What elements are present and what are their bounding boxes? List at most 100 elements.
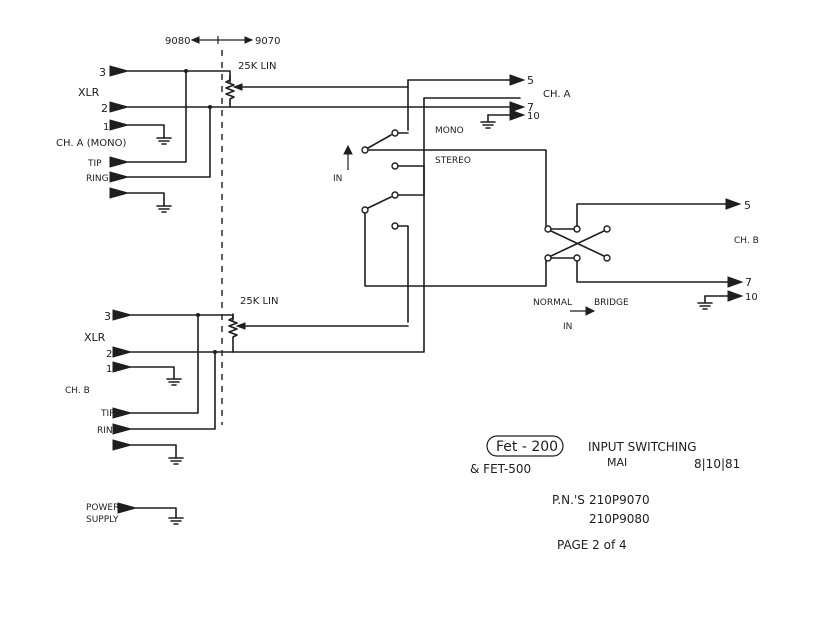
ch-a-output-label: CH. A bbox=[543, 89, 571, 100]
ch-a-out10-ground-icon bbox=[480, 114, 496, 129]
ch-b-pot-wiper-icon bbox=[235, 322, 246, 330]
bridge-contact-1 bbox=[544, 225, 552, 233]
part-number-selector: 9080 9070 bbox=[165, 36, 280, 47]
ch-b-potentiometer-icon bbox=[228, 313, 238, 353]
ch-b-ring-terminal bbox=[112, 423, 133, 435]
switch-common-b-wire bbox=[364, 212, 547, 287]
ch-b-out10-terminal bbox=[727, 290, 744, 302]
mono-label: MONO bbox=[435, 126, 464, 136]
switch-contact-a1 bbox=[391, 129, 399, 137]
ch-b-pin3-label: 3 bbox=[104, 310, 111, 323]
ch-b-out7-label: 7 bbox=[745, 276, 752, 289]
ch-b-input: XLR 3 2 1 CH. B TIP RING 25K LIN bbox=[65, 165, 425, 465]
ch-a-tip-terminal bbox=[109, 156, 130, 168]
ch-a-ring-wire bbox=[127, 106, 211, 178]
ch-b-pin1-label: 1 bbox=[106, 364, 112, 375]
stereo-label: STEREO bbox=[435, 156, 471, 166]
pn-1: 210P9070 bbox=[589, 493, 650, 507]
ch-b-pin3-terminal bbox=[112, 309, 133, 321]
mono-stereo-switch[interactable]: MONO STEREO IN bbox=[333, 97, 547, 323]
title-block: Fet - 200 & FET-500 INPUT SWITCHING MAI … bbox=[470, 435, 740, 552]
ch-a-pin3-label: 3 bbox=[99, 66, 106, 79]
ch-b-tip-label: TIP bbox=[100, 409, 115, 419]
ch-a-out7-label: 7 bbox=[527, 101, 534, 114]
ch-a-tip-wire bbox=[127, 70, 187, 163]
title-line1: INPUT SWITCHING bbox=[588, 440, 697, 454]
bridge-contact-4 bbox=[544, 254, 552, 262]
ch-a-pin2-label: 2 bbox=[101, 102, 108, 115]
power-wire bbox=[135, 507, 177, 519]
ch-a-aux-wire bbox=[127, 192, 165, 207]
part-arrow-right bbox=[244, 36, 254, 44]
part-left-label: 9080 bbox=[165, 36, 190, 47]
ch-b-out10-label: 10 bbox=[745, 292, 758, 303]
pn-2: 210P9080 bbox=[589, 512, 650, 526]
ch-a-pin1-terminal bbox=[109, 119, 130, 131]
ch-a-pot-label: 25K LIN bbox=[238, 61, 276, 72]
switch-in-arrow-icon bbox=[343, 144, 353, 155]
model-circle bbox=[486, 435, 564, 457]
switch-b1-wire bbox=[397, 97, 425, 196]
ch-a-potentiometer-icon bbox=[225, 75, 235, 104]
bridge-cross-2 bbox=[550, 230, 605, 257]
ch-b-pin2-terminal bbox=[112, 346, 133, 358]
ch-a-pin3-terminal bbox=[109, 65, 130, 77]
ch-a-out7-terminal bbox=[509, 101, 526, 113]
ch-a-hot-wire bbox=[127, 70, 231, 83]
bridge-switch[interactable]: NORMAL BRIDGE IN bbox=[533, 203, 731, 332]
ch-a-wiper-wire bbox=[241, 86, 409, 131]
switch-common-a bbox=[361, 146, 369, 154]
switch-contact-a2 bbox=[391, 162, 399, 170]
ch-b-ring-label: RING bbox=[97, 426, 120, 436]
ch-a-tip-label: TIP bbox=[87, 159, 102, 169]
bridge-contact-6 bbox=[603, 254, 611, 262]
ch-a-aux-terminal bbox=[109, 187, 130, 199]
bridge-contact-2 bbox=[573, 225, 581, 233]
ch-b-tip-terminal bbox=[112, 407, 133, 419]
switch-contact-b2 bbox=[391, 222, 399, 230]
ch-a-input: XLR 3 2 1 CH. A (MONO) TIP RING 25K LIN bbox=[56, 61, 571, 213]
ch-b-aux-terminal bbox=[112, 439, 133, 451]
ch-b-output: 5 CH. B 7 10 bbox=[697, 198, 759, 310]
ch-b-cold-to-switch bbox=[232, 165, 425, 353]
ch-a-pot-wiper-icon bbox=[232, 83, 243, 91]
ch-a-out5-label: 5 bbox=[527, 74, 534, 87]
ch-a-ring-terminal bbox=[109, 171, 130, 183]
bridge-contact-5 bbox=[573, 254, 581, 262]
pn-label: P.N.'S bbox=[552, 493, 585, 507]
part-right-label: 9070 bbox=[255, 36, 280, 47]
normal-label: NORMAL bbox=[533, 298, 572, 308]
ch-b-pin2-label: 2 bbox=[106, 349, 112, 360]
ch-b-ring-wire bbox=[130, 351, 216, 430]
ch-b-hot-wire bbox=[130, 314, 234, 321]
drawing-date: 8|10|81 bbox=[694, 457, 740, 471]
switch-common-a-wire bbox=[367, 149, 547, 227]
ch-b-pot-label: 25K LIN bbox=[240, 296, 278, 307]
ch-a-out10-label: 10 bbox=[527, 111, 540, 122]
switch-common-b bbox=[361, 206, 369, 214]
ch-b-aux-wire bbox=[130, 444, 177, 459]
switch-in-label: IN bbox=[333, 174, 342, 184]
switch-blade-a bbox=[367, 134, 392, 149]
switch-b2-wire bbox=[397, 225, 409, 323]
power-ground-icon bbox=[168, 517, 184, 525]
ch-b-output-label: CH. B bbox=[734, 236, 759, 246]
title-line2: MAI bbox=[607, 456, 627, 469]
ch-b-xlr-label: XLR bbox=[84, 331, 106, 344]
power-label-line2: SUPPLY bbox=[86, 515, 119, 525]
ch-b-aux-ground-icon bbox=[168, 457, 184, 465]
ch-b-out5-wire bbox=[576, 203, 729, 227]
ch-a-mono-label: CH. A (MONO) bbox=[56, 138, 126, 149]
ch-b-pin1-ground-icon bbox=[166, 378, 182, 386]
page-number: PAGE 2 of 4 bbox=[557, 538, 627, 552]
ch-a-ring-label: RING bbox=[86, 174, 109, 184]
ch-b-out10-ground-icon bbox=[697, 295, 713, 310]
ch-b-tip-wire bbox=[130, 314, 199, 414]
model-circled: Fet - 200 bbox=[496, 439, 558, 455]
ch-a-out10-terminal bbox=[509, 109, 526, 121]
ch-b-out7-terminal bbox=[727, 276, 744, 288]
ch-a-xlr-label: XLR bbox=[78, 86, 100, 99]
switch-blade-b bbox=[367, 196, 392, 209]
ch-a-pin1-ground-icon bbox=[156, 137, 172, 145]
